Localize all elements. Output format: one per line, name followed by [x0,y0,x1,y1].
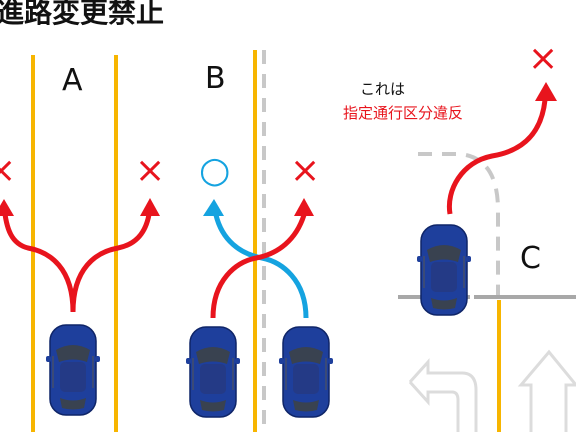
car-icon [45,324,101,416]
car-icon [278,326,334,418]
forbidden-path [446,99,548,215]
car-icon [416,224,472,316]
car-icon [185,326,241,418]
cross-mark-icon: × [0,150,16,191]
forbidden-path-arrowhead [0,199,14,216]
forbidden-path-right [70,206,153,313]
section-c: C × これは 指定通行区分違反 [343,38,576,432]
cross-mark-icon: × [528,38,558,79]
note-line-1: これは [360,80,405,98]
cross-mark-icon: × [135,150,165,191]
lane-arrow-icon [517,349,576,432]
dashed-turn-guide [418,152,500,296]
forbidden-path-left [1,204,76,313]
section-label-b: B [205,61,226,96]
forbidden-path-arrowhead [294,198,314,216]
allowed-path [213,214,309,319]
note-line-2: 指定通行区分違反 [343,104,463,122]
section-label-c: C [520,241,541,276]
lane-arrow-icon [408,380,460,432]
section-label-a: A [62,63,83,98]
page-title: 進路変更禁止 [0,0,164,29]
section-a: A × × [0,55,165,432]
circle-mark-icon: ○ [199,150,230,191]
forbidden-path [210,214,307,319]
section-b: B ○ × [185,50,334,432]
forbidden-path-arrowhead [140,198,160,216]
cross-mark-icon: × [290,150,320,191]
allowed-path-arrowhead [203,199,224,216]
forbidden-path-arrowhead [535,82,557,101]
lane-arrow-icon [408,358,478,432]
